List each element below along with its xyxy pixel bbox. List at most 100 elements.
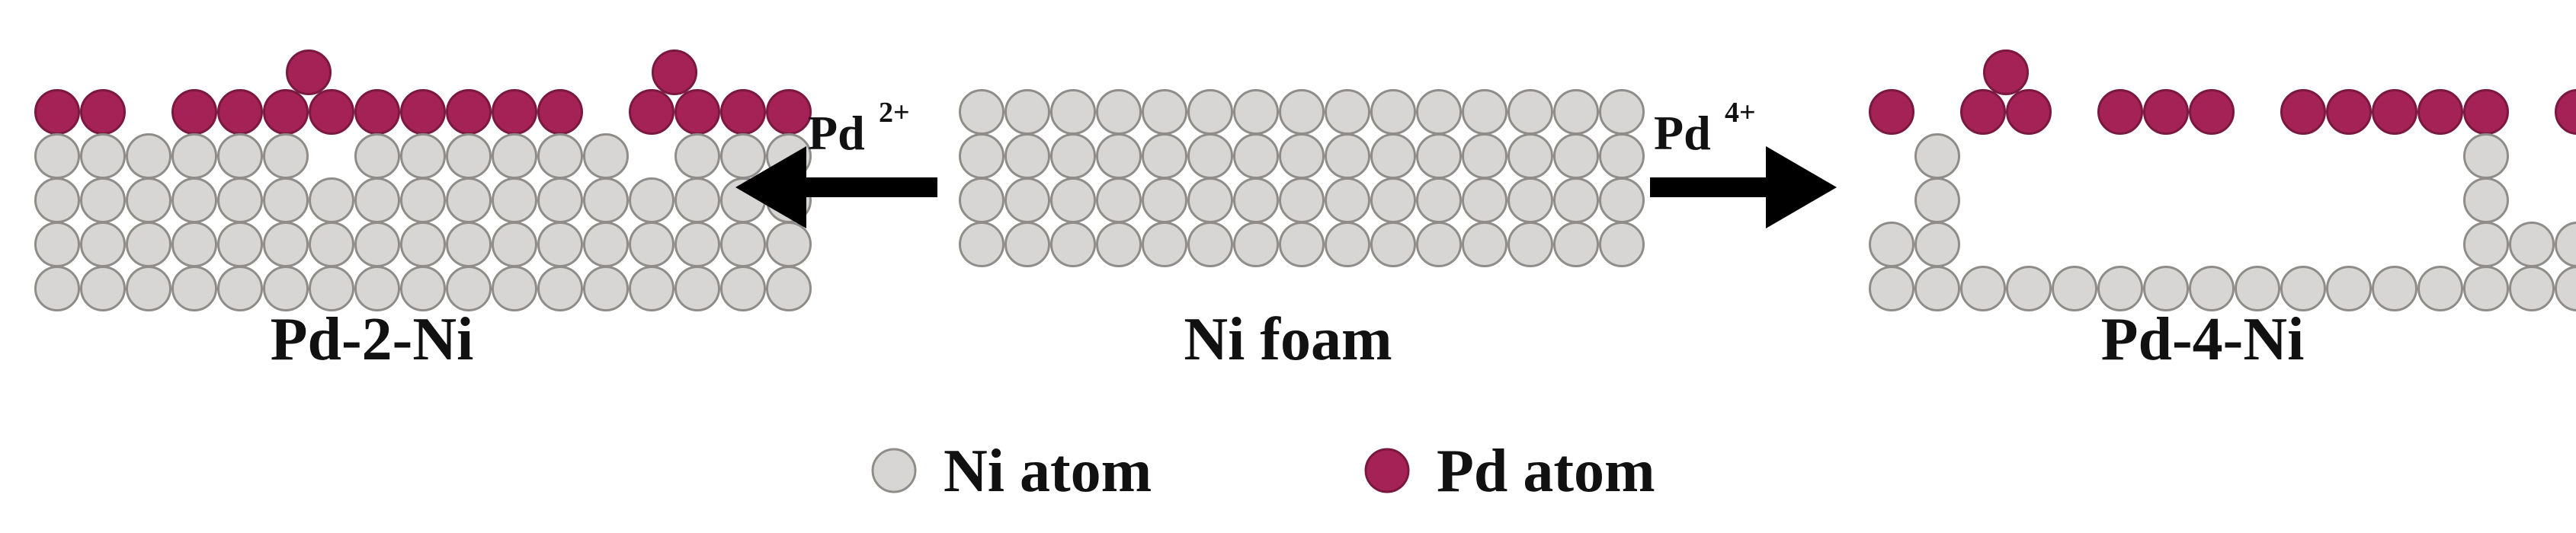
ni-atom bbox=[1599, 133, 1645, 179]
ni-atom bbox=[1599, 222, 1645, 267]
pd-2-ni-atom-lattice bbox=[34, 49, 812, 311]
ni-atom bbox=[537, 266, 583, 311]
pd-2-ni-label: Pd-2-Ni bbox=[271, 306, 474, 373]
ni-atom bbox=[354, 177, 400, 223]
ni-atom bbox=[2097, 266, 2143, 311]
ni-atom bbox=[80, 133, 126, 179]
ni-atom bbox=[1553, 177, 1599, 223]
pd-atom bbox=[1983, 49, 2029, 95]
pd-atom bbox=[446, 89, 492, 135]
ni-atom bbox=[2189, 266, 2235, 311]
ni-atom bbox=[1869, 222, 1914, 267]
ni-atom bbox=[959, 177, 1004, 223]
ni-atom bbox=[1599, 89, 1645, 135]
ni-atom bbox=[1142, 133, 1187, 179]
pd-atom bbox=[263, 89, 309, 135]
pd-atom bbox=[400, 89, 446, 135]
ni-atom bbox=[1187, 133, 1233, 179]
ni-atom bbox=[400, 177, 446, 223]
ni-atom bbox=[309, 266, 354, 311]
ni-atom bbox=[446, 266, 492, 311]
ni-atom bbox=[1416, 89, 1462, 135]
ni-atom bbox=[2555, 222, 2576, 267]
pd-atom bbox=[2280, 89, 2326, 135]
ni-atom bbox=[2326, 266, 2372, 311]
ni-atom bbox=[217, 177, 263, 223]
ni-atom bbox=[171, 266, 217, 311]
legend-ni-label: Ni atom bbox=[944, 438, 1152, 505]
ni-foam-label: Ni foam bbox=[1184, 306, 1392, 373]
pd2-arrow-superscript: 2+ bbox=[879, 97, 910, 129]
pd-atom bbox=[354, 89, 400, 135]
ni-atom bbox=[2463, 222, 2509, 267]
pd-atom bbox=[766, 89, 812, 135]
ni-atom bbox=[1279, 222, 1325, 267]
ni-atom bbox=[2463, 266, 2509, 311]
ni-atom bbox=[2235, 266, 2280, 311]
ni-atom bbox=[583, 133, 629, 179]
ni-atom bbox=[2555, 266, 2576, 311]
pd-atom bbox=[171, 89, 217, 135]
ni-atom bbox=[1142, 177, 1187, 223]
pd-atom bbox=[286, 49, 332, 95]
pd-atom bbox=[674, 89, 720, 135]
ni-atom bbox=[1004, 177, 1050, 223]
pd-atom bbox=[2463, 89, 2509, 135]
ni-atom bbox=[1462, 177, 1507, 223]
ni-atom bbox=[263, 266, 309, 311]
pd-atom bbox=[1960, 89, 2006, 135]
ni-atom bbox=[1325, 222, 1370, 267]
ni-atom bbox=[126, 222, 171, 267]
ni-atom bbox=[492, 266, 537, 311]
ni-atom bbox=[1960, 266, 2006, 311]
ni-atom bbox=[1096, 89, 1142, 135]
pd-atom bbox=[2143, 89, 2189, 135]
pd-4-ni-atom-lattice bbox=[1869, 49, 2576, 311]
pd-atom bbox=[2372, 89, 2417, 135]
ni-atom bbox=[1462, 133, 1507, 179]
ni-atom bbox=[537, 222, 583, 267]
pd-atom bbox=[492, 89, 537, 135]
ni-atom bbox=[1462, 89, 1507, 135]
ni-atom bbox=[1050, 222, 1096, 267]
ni-atom bbox=[1507, 133, 1553, 179]
ni-atom bbox=[959, 89, 1004, 135]
pd-atom bbox=[309, 89, 354, 135]
ni-atom bbox=[1142, 222, 1187, 267]
ni-atom bbox=[1233, 177, 1279, 223]
ni-atom bbox=[1279, 133, 1325, 179]
ni-atom bbox=[674, 222, 720, 267]
ni-atom bbox=[2143, 266, 2189, 311]
ni-atom bbox=[1279, 89, 1325, 135]
ni-atom bbox=[400, 266, 446, 311]
ni-atom bbox=[1370, 177, 1416, 223]
pd4-arrow-superscript: 4+ bbox=[1725, 97, 1756, 129]
pd4-arrow: Pd 4+ bbox=[1650, 97, 1837, 228]
ni-atom bbox=[492, 177, 537, 223]
ni-atom bbox=[217, 133, 263, 179]
ni-atom bbox=[1507, 89, 1553, 135]
ni-atom bbox=[1599, 177, 1645, 223]
pd2-arrow-label: Pd bbox=[808, 106, 865, 160]
pd4-arrow-label: Pd bbox=[1654, 106, 1711, 160]
pd-4-ni-label: Pd-4-Ni bbox=[2101, 306, 2305, 373]
ni-atom bbox=[1553, 89, 1599, 135]
ni-atom bbox=[1279, 177, 1325, 223]
ni-atom bbox=[959, 222, 1004, 267]
ni-atom bbox=[674, 266, 720, 311]
pd-atom bbox=[652, 49, 697, 95]
ni-atom bbox=[1096, 133, 1142, 179]
ni-atom bbox=[1096, 177, 1142, 223]
ni-atom bbox=[171, 222, 217, 267]
ni-atom bbox=[126, 133, 171, 179]
ni-atom bbox=[171, 177, 217, 223]
ni-atom bbox=[629, 266, 674, 311]
ni-foam-atom-lattice bbox=[959, 89, 1645, 267]
ni-atom bbox=[171, 133, 217, 179]
legend-pd-label: Pd atom bbox=[1437, 438, 1655, 505]
ni-atom bbox=[354, 266, 400, 311]
ni-atom bbox=[217, 222, 263, 267]
ni-atom bbox=[1370, 222, 1416, 267]
ni-atom bbox=[1187, 177, 1233, 223]
ni-atom bbox=[354, 133, 400, 179]
